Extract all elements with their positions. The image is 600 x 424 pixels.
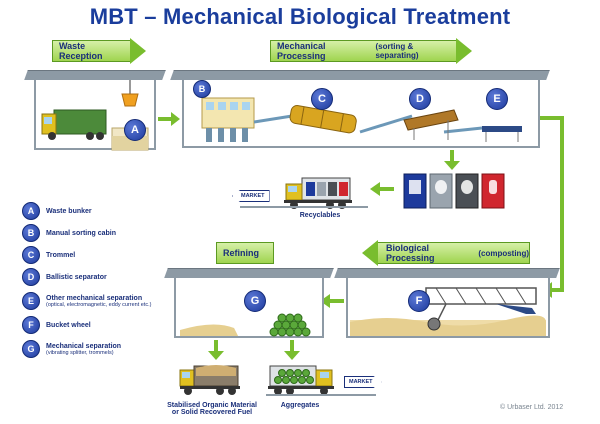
arrow-tip <box>130 38 146 64</box>
organic-material-caption-line2: or Solid Recovered Fuel <box>171 409 253 416</box>
ground-line <box>266 394 376 396</box>
legend-label: Mechanical separation <box>46 342 122 350</box>
stage-mechanical-processing-note: (sorting & separating) <box>375 42 419 60</box>
stage-refining: Refining <box>216 242 274 264</box>
marker-e: E <box>486 88 508 110</box>
copyright: © Urbaser Ltd. 2012 <box>500 404 564 411</box>
legend-label: Other mechanical separation <box>46 294 143 302</box>
legend-label: Trommel <box>46 251 76 259</box>
marker-f: F <box>408 290 430 312</box>
flow-arrow <box>370 182 394 196</box>
building-roof <box>170 70 550 80</box>
marker-c: C <box>311 88 333 110</box>
legend-item: A Waste bunker <box>22 202 192 220</box>
recyclables-caption: Recyclables <box>299 212 341 219</box>
legend-item: G Mechanical separation (vibrating split… <box>22 338 192 360</box>
arrow-tip <box>362 240 378 266</box>
legend-label: Manual sorting cabin <box>46 229 117 237</box>
waste-reception-scene <box>41 80 149 151</box>
stage-mechanical-processing-label: Mechanical Processing <box>277 41 326 61</box>
stage-waste-reception-label: Waste Reception <box>52 40 130 62</box>
marker-g: G <box>244 290 266 312</box>
ground-line <box>240 206 368 208</box>
aggregates-caption: Aggregates <box>280 402 320 409</box>
organic-material-truck <box>179 365 240 395</box>
legend: A Waste bunker B Manual sorting cabin C … <box>22 202 192 360</box>
aggregates-truck <box>268 365 334 395</box>
stage-refining-label: Refining <box>216 242 274 264</box>
flow-arrow <box>208 340 224 360</box>
marker-b: B <box>193 80 211 98</box>
flow-arrow <box>444 150 460 170</box>
legend-item: E Other mechanical separation (optical, … <box>22 290 192 312</box>
legend-marker: D <box>22 268 40 286</box>
legend-marker: E <box>22 292 40 310</box>
organic-material-caption-line1: Stabilised Organic Material <box>167 402 257 409</box>
building-roof <box>24 70 166 80</box>
legend-label: Ballistic separator <box>46 273 107 281</box>
legend-label: Bucket wheel <box>46 321 91 329</box>
marker-d: D <box>409 88 431 110</box>
stage-biological-processing-note: (composting) <box>478 248 529 258</box>
mechanical-processing-scene <box>201 97 522 142</box>
marker-a: A <box>124 119 146 141</box>
flow-arrow <box>320 294 344 308</box>
recyclable-bins <box>403 173 505 209</box>
page-title: MBT – Mechanical Biological Treatment <box>89 4 511 29</box>
flow-arrow <box>158 112 180 126</box>
stage-biological-processing-label: Biological Processing <box>386 243 435 263</box>
legend-marker: A <box>22 202 40 220</box>
legend-marker: G <box>22 340 40 358</box>
stage-mechanical-processing: Mechanical Processing (sorting & separat… <box>270 38 472 64</box>
refining-scene <box>180 313 311 337</box>
legend-label: Waste bunker <box>46 207 92 215</box>
biological-processing-scene <box>350 287 546 336</box>
legend-item: F Bucket wheel <box>22 316 192 334</box>
market-sign: MARKET <box>232 190 270 202</box>
market-sign: MARKET <box>344 376 382 388</box>
legend-item: B Manual sorting cabin <box>22 224 192 242</box>
legend-marker: C <box>22 246 40 264</box>
legend-item: D Ballistic separator <box>22 268 192 286</box>
flow-arrow <box>284 340 300 360</box>
stage-waste-reception: Waste Reception <box>52 38 146 64</box>
legend-marker: F <box>22 316 40 334</box>
building-roof <box>334 268 560 278</box>
legend-note: (vibrating splitter, trommels) <box>46 349 114 356</box>
legend-marker: B <box>22 224 40 242</box>
arrow-tip <box>456 38 472 64</box>
legend-item: C Trommel <box>22 246 192 264</box>
stage-biological-processing: Biological Processing (composting) <box>362 240 530 266</box>
recyclables-truck <box>284 177 352 209</box>
legend-note: (optical, electromagnetic, eddy current … <box>46 301 152 308</box>
organic-material-caption: Stabilised Organic Material or Solid Rec… <box>150 402 274 416</box>
